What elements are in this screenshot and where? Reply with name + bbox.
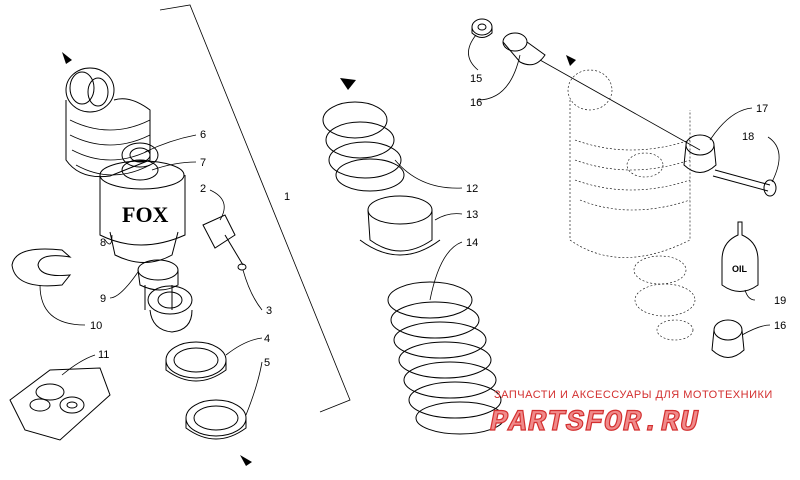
callout-2: 2 <box>200 183 206 195</box>
callout-10: 10 <box>90 320 102 332</box>
watermark-tagline: ЗАПЧАСТИ И АКСЕССУАРЫ ДЛЯ МОТОТЕХНИКИ <box>494 389 773 401</box>
reference-arrow-top-left <box>62 52 72 64</box>
callout-16-top: 16 <box>470 97 482 109</box>
reference-arrow-top-middle <box>340 78 356 90</box>
callout-14: 14 <box>466 237 478 249</box>
callout-18: 18 <box>742 131 754 143</box>
shock-brand-label: FOX <box>122 202 169 227</box>
callout-1: 1 <box>284 191 290 203</box>
callout-6: 6 <box>200 129 206 141</box>
callout-11: 11 <box>98 349 109 361</box>
callout-5: 5 <box>264 357 270 369</box>
reference-arrow-bottom-left <box>240 455 252 466</box>
callout-8: 8 <box>100 237 106 249</box>
callout-7: 7 <box>200 157 206 169</box>
callout-17: 17 <box>756 103 768 115</box>
callout-19: 19 <box>774 295 786 307</box>
callout-15: 15 <box>470 73 482 85</box>
callout-12: 12 <box>466 183 478 195</box>
watermark: ЗАПЧАСТИ И АКСЕССУАРЫ ДЛЯ МОТОТЕХНИКИ PA… <box>489 389 773 441</box>
callout-16-bottom: 16 <box>774 320 786 332</box>
shock-bushing-group: OIL <box>471 18 777 358</box>
spring-group <box>322 78 505 435</box>
watermark-logo: PARTSFOR.RU <box>490 406 699 440</box>
oil-bottle-label: OIL <box>732 264 748 274</box>
callouts: 1 2 3 4 5 6 7 8 9 10 11 12 13 14 15 16 1… <box>90 73 786 369</box>
shock-absorber-assembly: FOX <box>9 4 351 466</box>
callout-3: 3 <box>266 305 272 317</box>
reference-arrow-top-right <box>566 55 576 66</box>
callout-9: 9 <box>100 293 106 305</box>
callout-4: 4 <box>264 333 270 345</box>
callout-13: 13 <box>466 209 478 221</box>
leader-lines <box>39 34 780 416</box>
